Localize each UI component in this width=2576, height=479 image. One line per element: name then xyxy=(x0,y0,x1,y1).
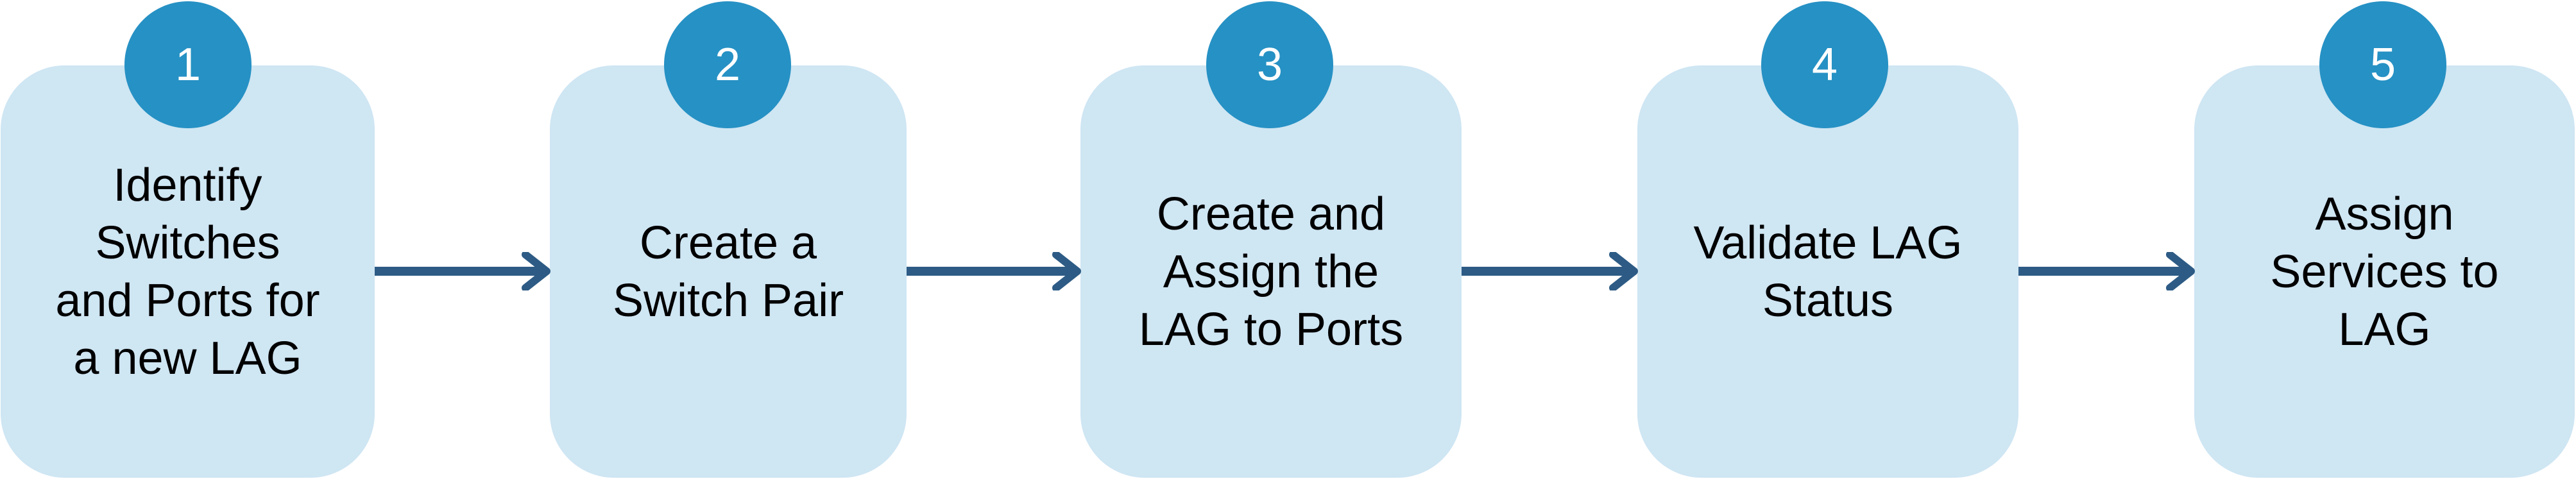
step-1-label: Identify Switches and Ports for a new LA… xyxy=(55,159,320,384)
step-2-box: Create a Switch Pair xyxy=(550,65,907,478)
step-4-label: Validate LAG Status xyxy=(1693,217,1963,326)
step-1-badge: 1 xyxy=(124,1,252,128)
arrow-4-5-icon xyxy=(2018,252,2195,290)
step-5-label: Assign Services to LAG xyxy=(2270,188,2499,355)
step-3-label: Create and Assign the LAG to Ports xyxy=(1138,188,1404,355)
step-2-label: Create a Switch Pair xyxy=(612,217,844,326)
step-4-badge: 4 xyxy=(1761,1,1888,128)
step-3-box: Create and Assign the LAG to Ports xyxy=(1080,65,1462,478)
step-3-badge: 3 xyxy=(1206,1,1333,128)
step-4-box: Validate LAG Status xyxy=(1637,65,2018,478)
arrow-2-3-icon xyxy=(907,252,1081,290)
step-5-badge: 5 xyxy=(2319,1,2446,128)
step-1-box: Identify Switches and Ports for a new LA… xyxy=(1,65,375,478)
arrow-3-4-icon xyxy=(1462,252,1638,290)
step-5-box: Assign Services to LAG xyxy=(2194,65,2575,478)
step-2-badge: 2 xyxy=(664,1,791,128)
arrow-1-2-icon xyxy=(375,252,550,290)
